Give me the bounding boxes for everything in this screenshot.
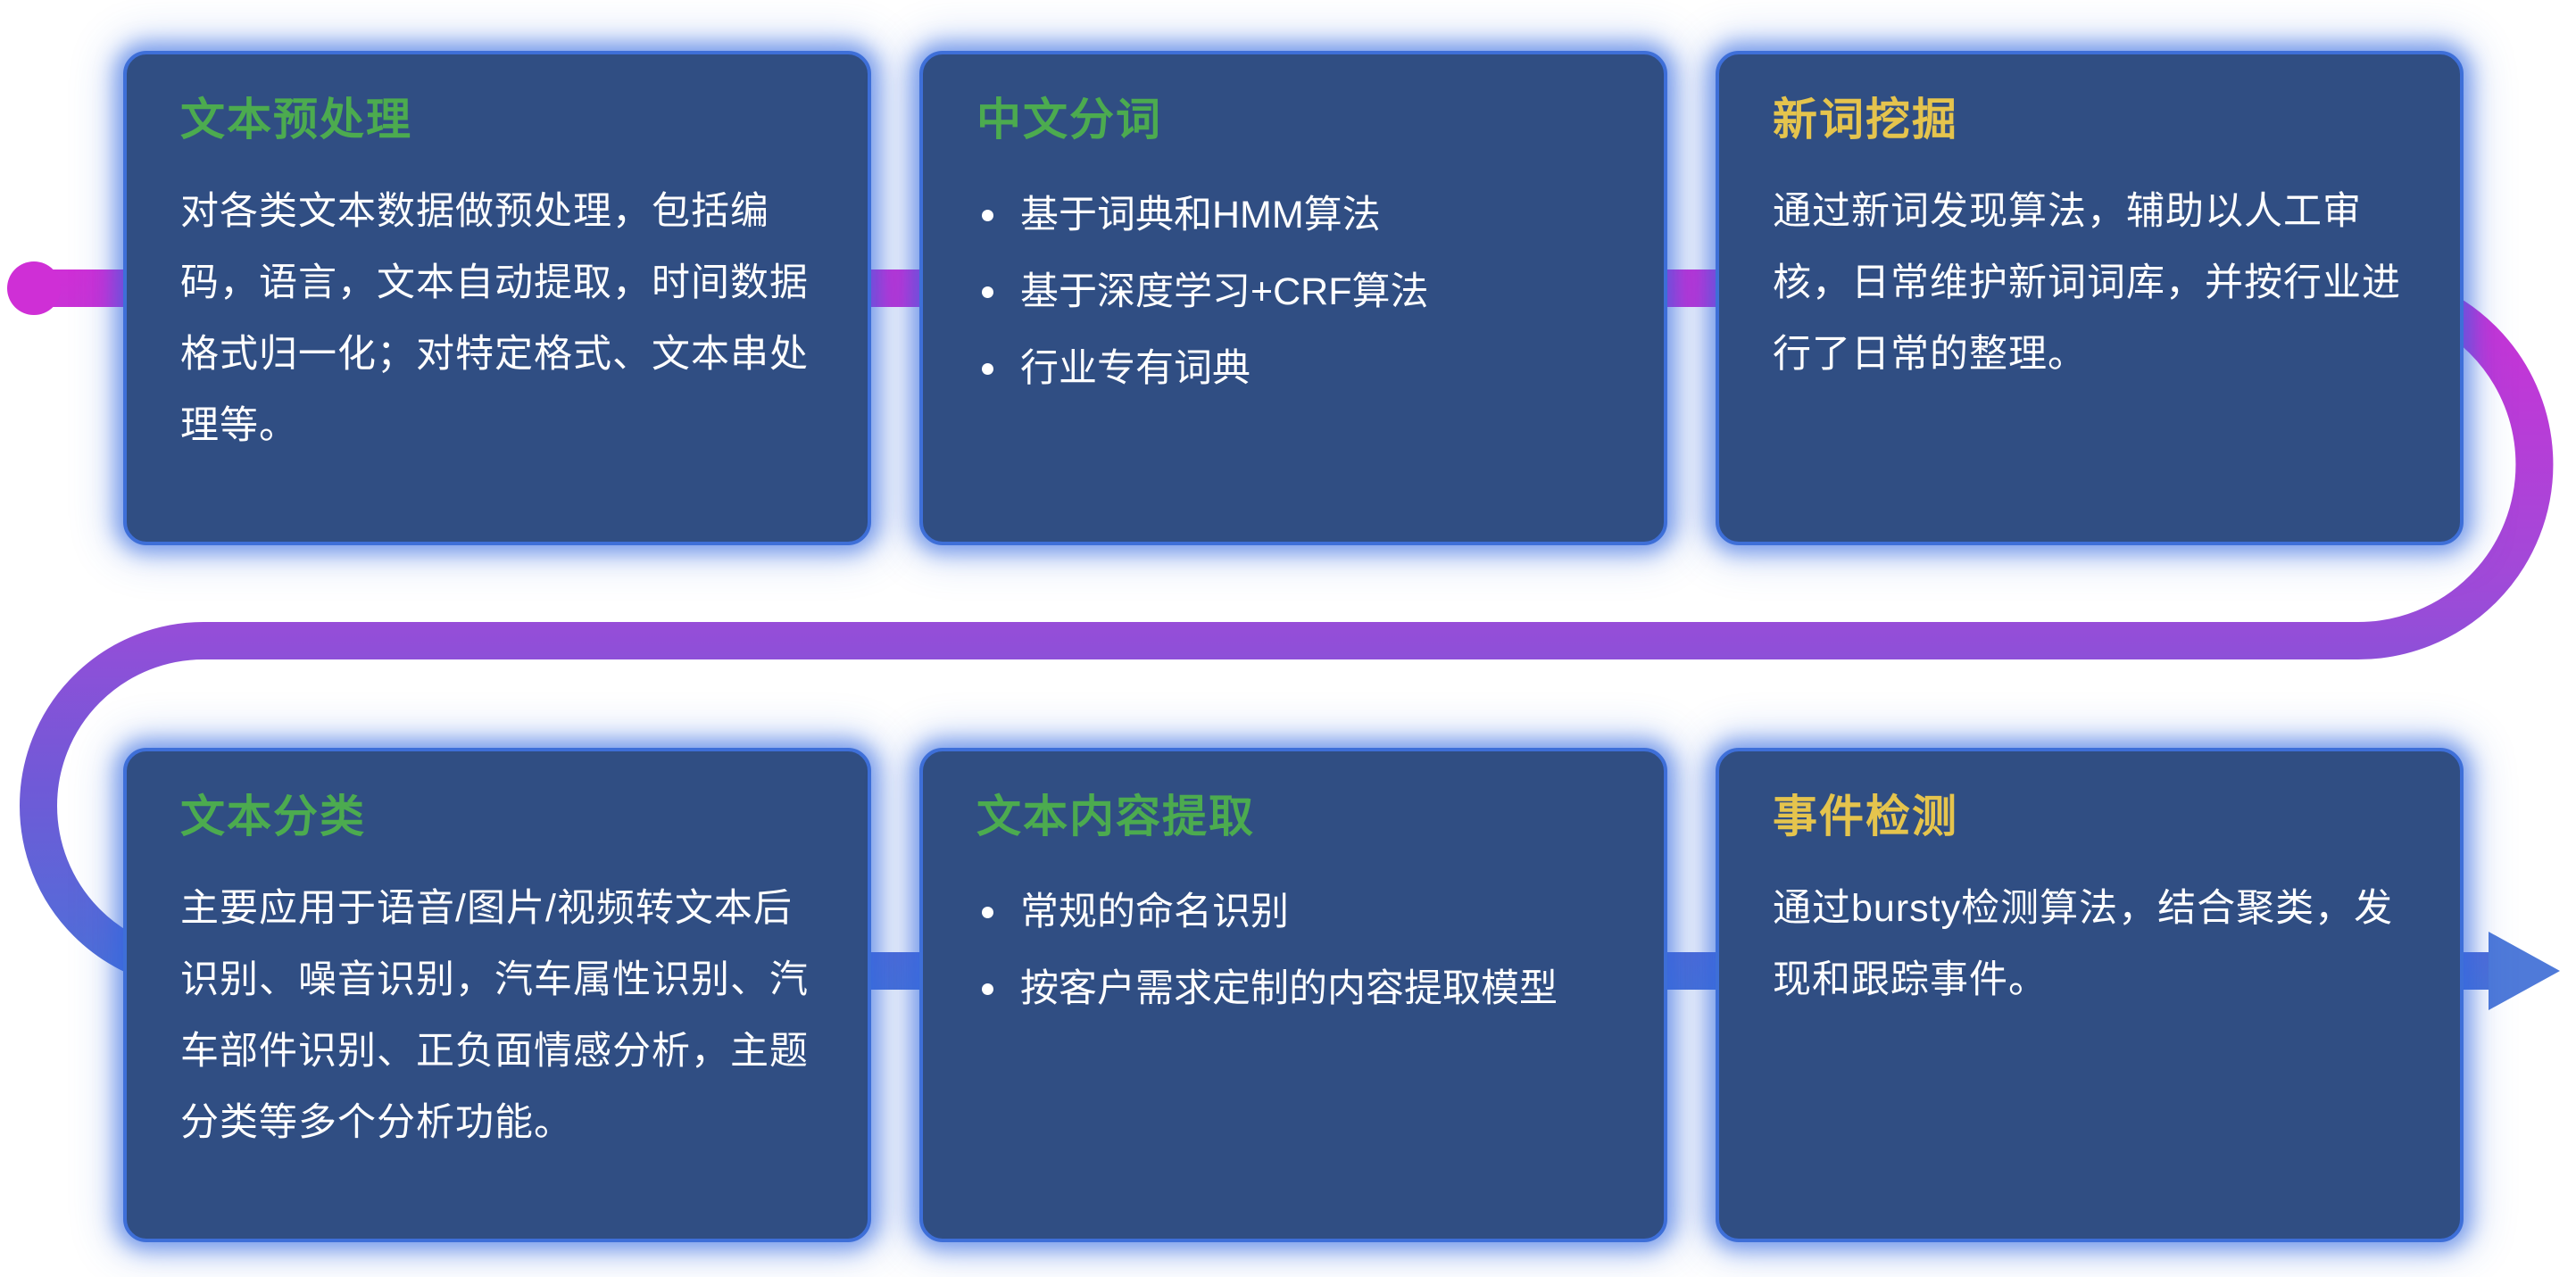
bullet-text: 基于词典和HMM算法 — [1020, 194, 1381, 236]
card-title: 文本分类 — [180, 792, 366, 842]
bullet-item: 基于深度学习+CRF算法 — [976, 253, 1614, 330]
card-title: 中文分词 — [976, 95, 1162, 145]
card-event-detection: 事件检测 通过bursty检测算法，结合聚类，发现和跟踪事件。 — [1716, 748, 2464, 1242]
bullet-dot-icon — [982, 906, 993, 918]
bullet-list: 常规的命名识别 按客户需求定制的内容提取模型 — [976, 874, 1614, 1027]
bullet-item: 常规的命名识别 — [976, 874, 1614, 950]
card-text-preprocessing: 文本预处理 对各类文本数据做预处理，包括编码，语言，文本自动提取，时间数据格式归… — [123, 51, 871, 545]
card-new-word-mining: 新词挖掘 通过新词发现算法，辅助以人工审核，日常维护新词词库，并按行业进行了日常… — [1716, 51, 2464, 545]
flow-path — [20, 269, 2554, 990]
card-title: 文本预处理 — [180, 95, 412, 145]
card-body-text: 通过新词发现算法，辅助以人工审核，日常维护新词词库，并按行业进行了日常的整理。 — [1773, 190, 2401, 376]
flow-start-dot — [7, 261, 61, 315]
bullet-item: 按客户需求定制的内容提取模型 — [976, 950, 1614, 1027]
card-title: 新词挖掘 — [1773, 95, 1958, 145]
card-title: 文本内容提取 — [976, 792, 1255, 842]
card-body-text: 对各类文本数据做预处理，包括编码，语言，文本自动提取，时间数据格式归一化；对特定… — [180, 190, 809, 447]
card-title: 事件检测 — [1773, 792, 1958, 842]
bullet-text: 常规的命名识别 — [1020, 891, 1289, 933]
card-chinese-word-segmentation: 中文分词 基于词典和HMM算法 基于深度学习+CRF算法 行业专有词典 — [919, 51, 1667, 545]
card-text-classification: 文本分类 主要应用于语音/图片/视频转文本后识别、噪音识别，汽车属性识别、汽车部… — [123, 748, 871, 1242]
bullet-text: 行业专有词典 — [1020, 347, 1251, 390]
flow-arrow-icon — [2489, 932, 2560, 1010]
bullet-item: 基于词典和HMM算法 — [976, 177, 1614, 253]
bullet-text: 按客户需求定制的内容提取模型 — [1020, 967, 1558, 1010]
bullet-dot-icon — [982, 362, 993, 375]
bullet-item: 行业专有词典 — [976, 330, 1614, 407]
card-body-text: 通过bursty检测算法，结合聚类，发现和跟踪事件。 — [1773, 887, 2394, 1001]
bullet-dot-icon — [982, 209, 993, 221]
card-text-content-extraction: 文本内容提取 常规的命名识别 按客户需求定制的内容提取模型 — [919, 748, 1667, 1242]
bullet-list: 基于词典和HMM算法 基于深度学习+CRF算法 行业专有词典 — [976, 177, 1614, 407]
bullet-dot-icon — [982, 983, 993, 995]
bullet-text: 基于深度学习+CRF算法 — [1020, 270, 1429, 313]
card-body-text: 主要应用于语音/图片/视频转文本后识别、噪音识别，汽车属性识别、汽车部件识别、正… — [180, 887, 809, 1144]
bullet-dot-icon — [982, 286, 993, 298]
